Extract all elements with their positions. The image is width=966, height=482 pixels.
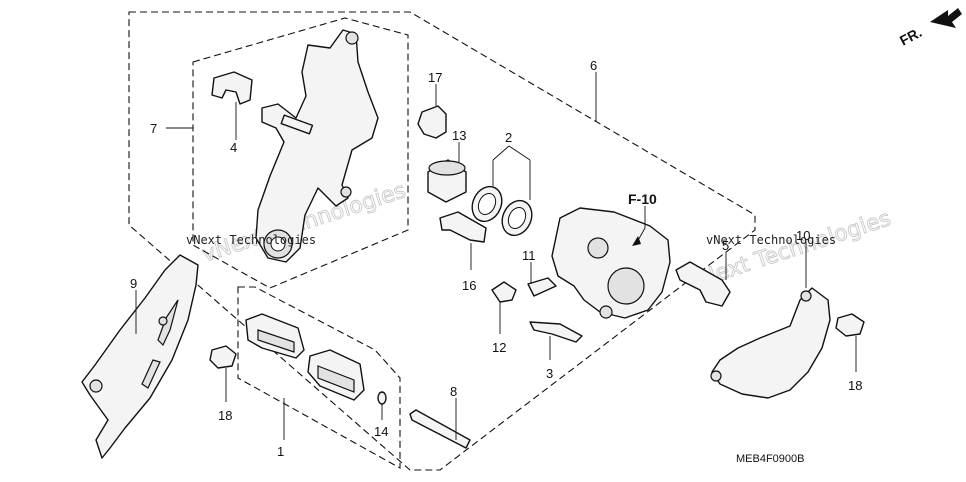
callout-10: 10 [796, 228, 810, 243]
callout-14: 14 [374, 424, 388, 439]
callout-4: 4 [230, 140, 237, 155]
bleeder-cap [491, 281, 517, 303]
bleeder-screw [527, 277, 557, 297]
callout-9: 9 [130, 276, 137, 291]
disc-guard-hole [89, 379, 103, 393]
pad-spring [211, 71, 253, 105]
caliper-body [551, 207, 671, 319]
watermark-right: vNext Technologies [706, 233, 836, 247]
bracket-pin [280, 114, 314, 135]
sleeve-top [428, 160, 466, 176]
pad-retainer [529, 321, 583, 343]
clip-washer [377, 391, 387, 405]
diagram-code: MEB4F0900B [736, 453, 804, 465]
pad-pin [409, 409, 471, 449]
bolt-right [835, 313, 865, 337]
piston-seal-ring-inner [477, 192, 497, 216]
callout-17: 17 [428, 70, 442, 85]
callout-1: 1 [277, 444, 284, 459]
callout-18-right: 18 [848, 378, 862, 393]
pin-boot [417, 105, 447, 139]
caliper-pin-bolt [439, 211, 487, 243]
front-direction-arrow-icon [930, 8, 962, 28]
watermark-left: vNext Technologies [186, 233, 316, 247]
callout-18-left: 18 [218, 408, 232, 423]
caliper-guard [711, 287, 831, 399]
pad-set-group-outline [237, 286, 401, 469]
callout-16: 16 [462, 278, 476, 293]
reference-arrowhead-icon [632, 236, 641, 246]
direction-label: FR. [897, 24, 924, 49]
guard-hole-left [710, 370, 722, 382]
guard-hole-top [800, 290, 812, 302]
bolt-left [209, 345, 237, 369]
leader-lines [135, 72, 857, 440]
disc-guard-slot-upper [157, 299, 179, 347]
disc-guard-slot-lower [141, 359, 161, 389]
callout-7: 7 [150, 121, 157, 136]
callout-8: 8 [450, 384, 457, 399]
caliper-piston-bore [607, 267, 645, 305]
callout-3: 3 [546, 366, 553, 381]
caliper-bracket [255, 29, 379, 263]
callout-2: 2 [505, 130, 512, 145]
disc-guard-bolt-hole [158, 316, 168, 326]
bracket-mount-hole-inner [270, 236, 286, 252]
brake-pad-upper-lining [257, 329, 295, 353]
reference-label: F-10 [628, 191, 657, 207]
caliper-slide-pin [675, 261, 731, 307]
bracket-top-hole [345, 31, 359, 45]
disc-guard-plate [81, 254, 199, 459]
callout-12: 12 [492, 340, 506, 355]
caliper-bracket-group-outline [192, 17, 409, 289]
bracket-lower-hole [340, 186, 352, 198]
dust-seal-ring-inner [507, 206, 527, 230]
brake-pad-lower-lining [317, 365, 355, 393]
callout-5: 5 [722, 238, 729, 253]
callout-13: 13 [452, 128, 466, 143]
caliper-mount-hole [599, 305, 613, 319]
callout-6: 6 [590, 58, 597, 73]
caliper-bleeder-boss [587, 237, 609, 259]
callout-11: 11 [522, 248, 536, 263]
